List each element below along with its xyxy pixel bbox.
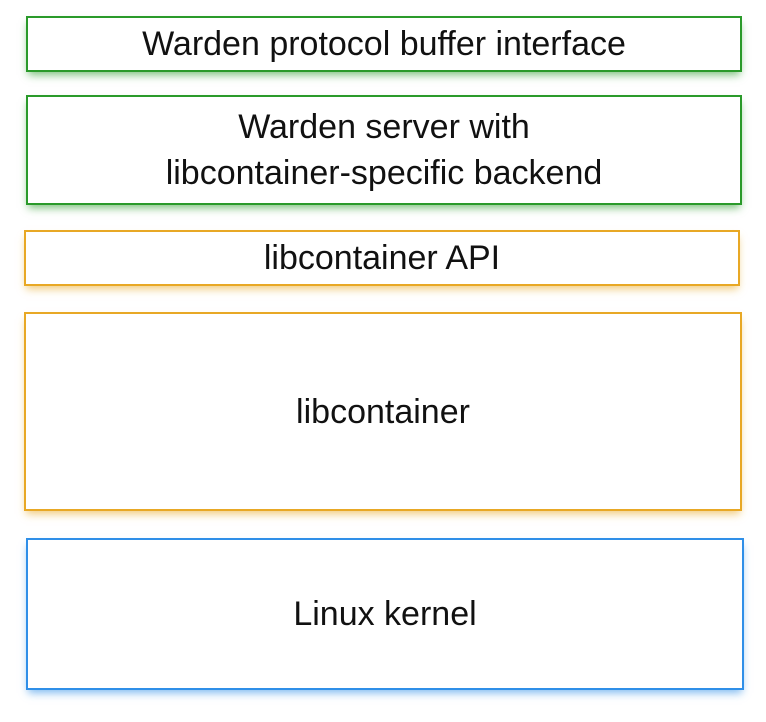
layer-warden-server: Warden server with libcontainer-specific… (26, 95, 742, 205)
layer-label-line: libcontainer API (263, 239, 501, 277)
layer-label: libcontainer (296, 389, 470, 435)
layer-label: Linux kernel (293, 591, 476, 637)
layer-label: Warden protocol buffer interface (142, 21, 626, 67)
layer-warden-protocol-buffer-interface: Warden protocol buffer interface (26, 16, 742, 72)
layer-label-line: libcontainer-specific backend (165, 154, 603, 192)
layer-linux-kernel: Linux kernel (26, 538, 744, 690)
layer-label-line: Linux kernel (293, 595, 477, 633)
layer-label-line: Warden protocol buffer interface (142, 25, 626, 63)
layer-label: libcontainer API (264, 235, 500, 281)
layer-label: Warden server with libcontainer-specific… (166, 104, 603, 196)
layer-libcontainer-api: libcontainer API (24, 230, 740, 286)
layer-libcontainer: libcontainer (24, 312, 742, 511)
layer-label-line: libcontainer (296, 392, 470, 431)
layer-label-line: Warden server with (238, 108, 530, 146)
